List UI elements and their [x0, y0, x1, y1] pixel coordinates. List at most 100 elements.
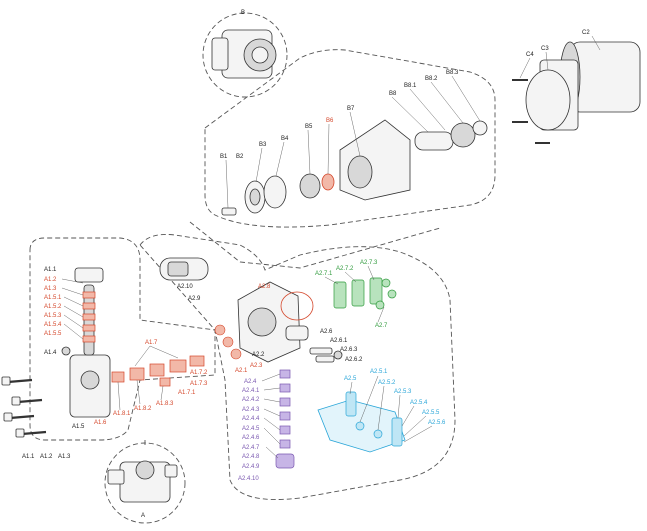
label-A1-7-3: A1.7.3	[190, 381, 208, 387]
label-A1-5-3: A1.5.3	[44, 313, 62, 319]
detail-a-pump-head	[107, 460, 178, 503]
label-A2-7-1: A2.7.1	[315, 271, 333, 277]
drive-parts	[221, 119, 488, 216]
label-B7: B7	[347, 106, 355, 112]
label-B8-3: B8.3	[446, 70, 459, 76]
label-bolt-3: A1.3	[58, 454, 71, 460]
detail-b-label: B	[241, 10, 245, 16]
label-C2: C2	[582, 30, 590, 36]
label-A2-5-2: A2.5.2	[378, 380, 396, 386]
spring-group-green	[333, 277, 397, 310]
valve-stack-left	[82, 291, 96, 343]
label-A1-2: A1.2	[44, 277, 57, 283]
bracket-group-blue	[317, 391, 406, 453]
detail-b-housing	[211, 29, 277, 79]
label-B8: B8	[389, 91, 397, 97]
pump-head-left	[69, 267, 111, 418]
label-A2-1: A2.1	[235, 368, 248, 374]
label-A2-4-8: A2.4.8	[242, 454, 260, 460]
valve-row-labels: A1.7 A1.7.1 A1.7.2 A1.7.3 A1.8.1 A1.8.2 …	[113, 340, 208, 417]
label-A1-5-2: A1.5.2	[44, 304, 62, 310]
label-A2-6-2: A2.6.2	[345, 357, 363, 363]
label-A1-6: A1.6	[94, 420, 107, 426]
label-B8-1: B8.1	[404, 83, 417, 89]
label-B2: B2	[236, 154, 244, 160]
label-A1-5-1: A1.5.1	[44, 295, 62, 301]
label-B6: B6	[326, 118, 334, 124]
label-A2-5: A2.5	[344, 376, 357, 382]
label-A1-7-2: A1.7.2	[190, 370, 208, 376]
label-A2-7: A2.7	[375, 323, 388, 329]
label-B4: B4	[281, 136, 289, 142]
label-A2-7-3: A2.7.3	[360, 260, 378, 266]
label-A2-2: A2.2	[252, 352, 265, 358]
label-A1-8-2: A1.8.2	[134, 406, 152, 412]
label-A2-4-10: A2.4.10	[238, 476, 259, 482]
pump-body-center	[159, 257, 314, 363]
connector-drive-to-pump	[189, 221, 441, 269]
valve-row-horizontal	[111, 355, 205, 387]
label-B1: B1	[220, 154, 228, 160]
label-B8-2: B8.2	[425, 76, 438, 82]
green-labels: A2.7.1 A2.7.2 A2.7.3 A2.7	[315, 260, 388, 329]
label-A1-5: A1.5	[72, 424, 85, 430]
label-C3: C3	[541, 46, 549, 52]
label-A2-4-1: A2.4.1	[242, 388, 260, 394]
label-A1-8-3: A1.8.3	[156, 401, 174, 407]
label-A1-8-1: A1.8.1	[113, 411, 131, 417]
plug-a1-4	[61, 346, 71, 356]
label-A2-6: A2.6	[320, 329, 333, 335]
label-A2-5-1: A2.5.1	[370, 369, 388, 375]
label-A2-4-7: A2.4.7	[242, 445, 260, 451]
label-A2-4-2: A2.4.2	[242, 397, 260, 403]
blue-labels: A2.5 A2.5.1 A2.5.2 A2.5.3 A2.5.4 A2.5.5 …	[344, 369, 446, 443]
label-A2-4-9: A2.4.9	[242, 464, 260, 470]
label-A2-4-5: A2.4.5	[242, 426, 260, 432]
right-labels: A2.6 A2.6.1 A2.6.2 A2.6.3	[320, 329, 363, 363]
bolt-labels: A1.1 A1.2 A1.3	[22, 454, 71, 460]
label-A2-3: A2.3	[250, 363, 263, 369]
detail-a-label: A	[141, 513, 145, 519]
outline-detail-b	[202, 12, 288, 98]
label-A2-4-3: A2.4.3	[242, 407, 260, 413]
outline-pump-group	[29, 237, 216, 441]
bolts-left	[1, 376, 47, 438]
label-A2-6-1: A2.6.1	[330, 338, 348, 344]
label-C4: C4	[526, 52, 534, 58]
label-A2-5-3: A2.5.3	[394, 389, 412, 395]
plunger-labels: A2.4 A2.4.1 A2.4.2 A2.4.3 A2.4.4 A2.4.5 …	[238, 373, 281, 482]
label-A2-10: A2.10	[177, 284, 193, 290]
label-A2-8: A2.8	[258, 284, 271, 290]
label-A1-5-5: A1.5.5	[44, 331, 62, 337]
drive-labels: B1 B2 B3 B4 B5 B6 B7 B8 B8.1 B8.2 B8.3	[220, 70, 481, 209]
label-A2-5-4: A2.5.4	[410, 400, 428, 406]
label-A1-4: A1.4	[44, 350, 57, 356]
center-labels: A2.10 A2.9 A2.8 A2.1 A2.2 A2.3	[177, 284, 271, 374]
label-A2-4: A2.4	[244, 379, 257, 385]
label-A2-5-5: A2.5.5	[422, 410, 440, 416]
label-A1-5-4: A1.5.4	[44, 322, 62, 328]
label-A1-1: A1.1	[44, 267, 57, 273]
label-A1-7: A1.7	[145, 340, 158, 346]
valve-stack-labels: A1.2 A1.3 A1.5.1 A1.5.2 A1.5.3 A1.5.4 A1…	[44, 277, 84, 340]
label-A2-5-6: A2.5.6	[428, 420, 446, 426]
label-bolt-1: A1.1	[22, 454, 35, 460]
plunger-stack	[275, 369, 295, 469]
motor-assembly	[525, 41, 641, 131]
label-B3: B3	[259, 142, 267, 148]
label-A2-7-2: A2.7.2	[336, 266, 354, 272]
label-bolt-2: A1.2	[40, 454, 53, 460]
right-small-parts	[309, 347, 343, 363]
outline-head-group	[139, 234, 456, 500]
label-A1-7-1: A1.7.1	[178, 390, 196, 396]
label-A2-4-6: A2.4.6	[242, 435, 260, 441]
label-B5: B5	[305, 124, 313, 130]
motor-bolts	[512, 79, 550, 144]
label-A1-3: A1.3	[44, 286, 57, 292]
label-A2-4-4: A2.4.4	[242, 416, 260, 422]
label-A2-6-3: A2.6.3	[340, 347, 358, 353]
label-A2-9: A2.9	[188, 296, 201, 302]
outline-drive-group	[204, 49, 496, 228]
